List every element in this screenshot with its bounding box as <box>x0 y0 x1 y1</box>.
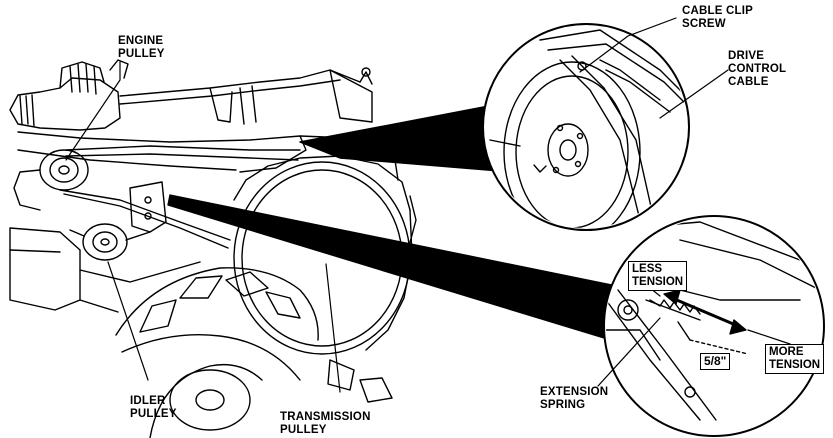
leader-lines <box>65 17 791 393</box>
extension-spring-label-line2: SPRING <box>540 399 586 411</box>
less-tension-label-line1: LESS <box>632 263 663 275</box>
more-tension-label-line1: MORE <box>769 346 804 358</box>
transmission-pulley-label-line1: TRANSMISSION <box>280 411 371 423</box>
idler-pulley-label: IDLER PULLEY <box>130 395 177 421</box>
drive-control-cable-label-line2: CONTROL <box>728 63 787 75</box>
drive-control-cable-label: DRIVE CONTROL CABLE <box>728 50 786 89</box>
cable-clip-screw-label-line2: SCREW <box>682 18 726 30</box>
extension-spring-label: EXTENSION SPRING <box>540 386 608 412</box>
engine-pulley-label-line2: PULLEY <box>118 48 165 60</box>
drive-control-cable-label-line1: DRIVE <box>728 50 765 62</box>
engine-pulley-label: ENGINE PULLEY <box>118 35 165 61</box>
idler-pulley <box>69 223 151 261</box>
more-tension-label-line2: TENSION <box>769 359 821 371</box>
engine-pulley-label-line1: ENGINE <box>118 35 164 47</box>
drive-belt <box>59 145 301 249</box>
lower-detail-circle <box>603 215 825 437</box>
transmission-pulley-label: TRANSMISSION PULLEY <box>280 411 371 437</box>
idler-pulley-label-line1: IDLER <box>130 395 166 407</box>
drive-control-cable-label-line3: CABLE <box>728 76 769 88</box>
frame-tubes <box>119 67 373 125</box>
less-tension-label-line2: TENSION <box>632 276 684 288</box>
lower-frame <box>79 195 417 313</box>
engine-housing <box>9 59 129 131</box>
upper-detail-circle <box>482 23 690 231</box>
idler-pulley-label-line2: PULLEY <box>130 408 177 420</box>
engine-pulley <box>13 149 89 211</box>
measurement-label: 5/8" <box>700 353 731 370</box>
front-bracket <box>9 181 167 311</box>
cable-clip-screw-label: CABLE CLIP SCREW <box>682 5 753 31</box>
more-tension-label: MORE TENSION <box>765 344 825 374</box>
transmission-pulley-label-line2: PULLEY <box>280 424 327 436</box>
tiller-tire <box>115 267 393 438</box>
less-tension-label: LESS TENSION <box>628 261 688 291</box>
extension-spring-label-line1: EXTENSION <box>540 386 609 398</box>
cable-clip-screw-label-line1: CABLE CLIP <box>682 5 753 17</box>
